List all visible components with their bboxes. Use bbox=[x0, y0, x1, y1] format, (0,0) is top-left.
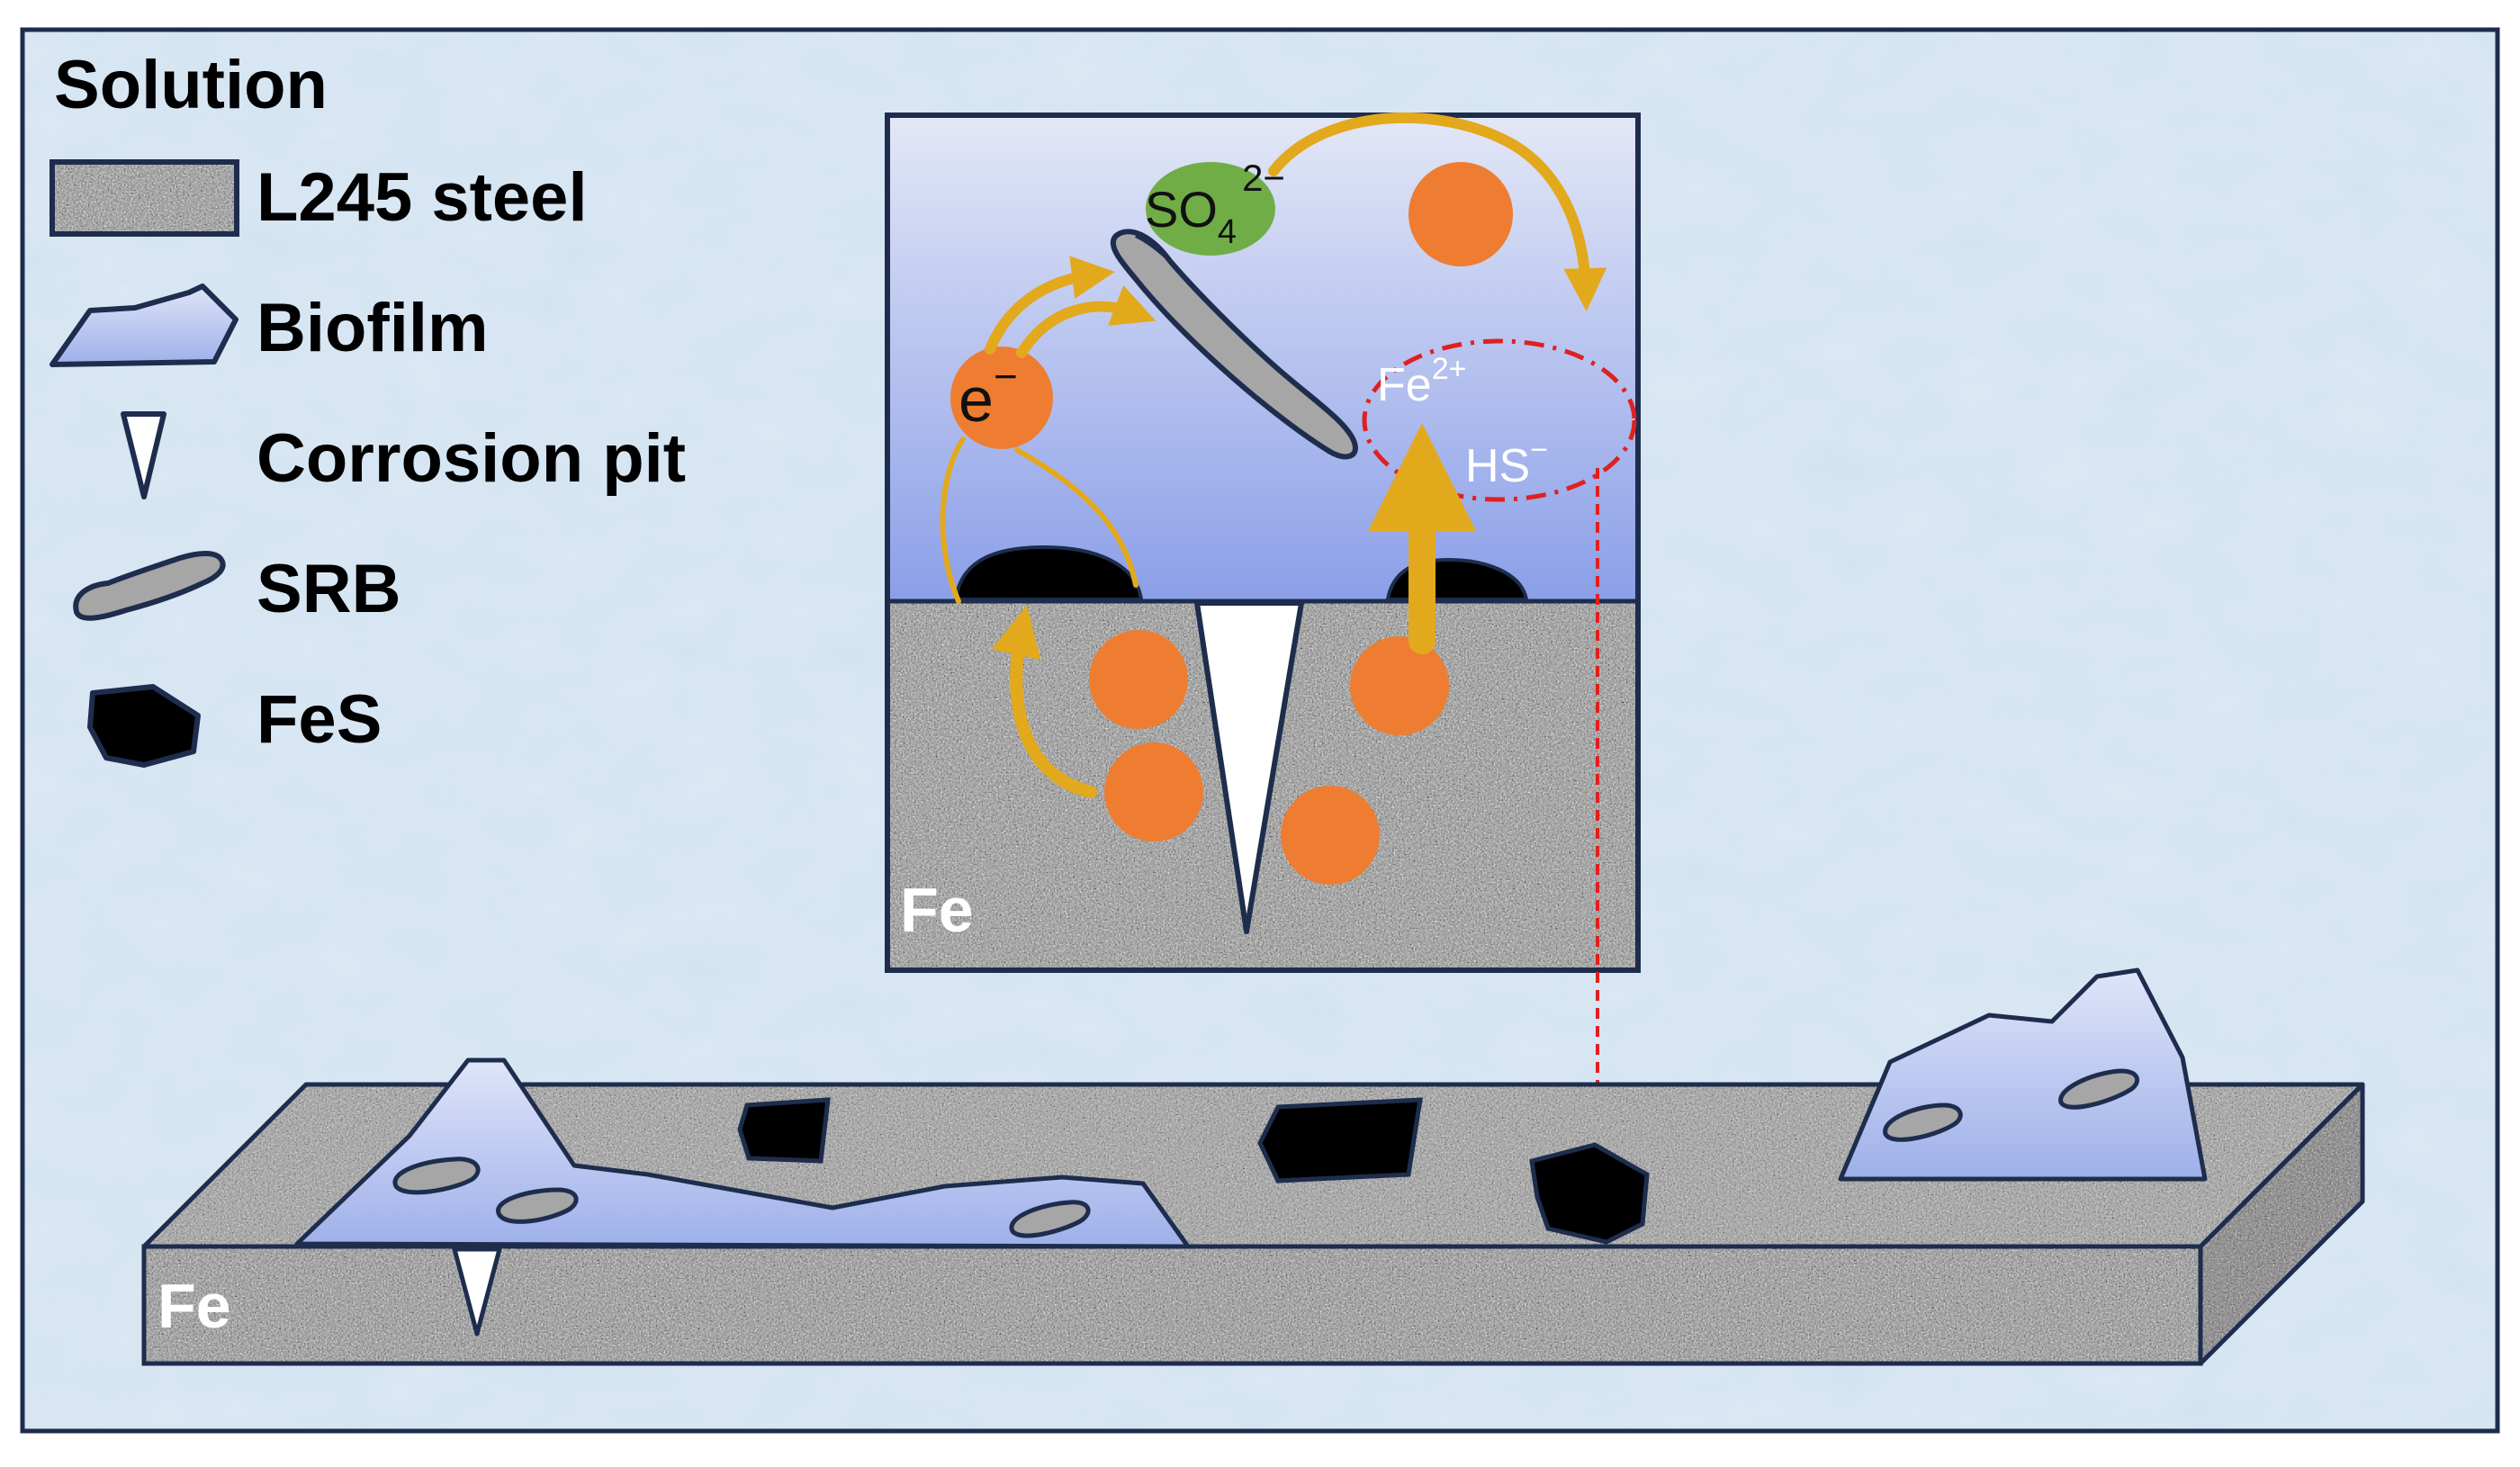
slab-fes bbox=[1257, 1097, 1423, 1184]
legend-pit-label: Corrosion pit bbox=[256, 420, 686, 497]
legend-fes-label: FeS bbox=[256, 681, 382, 758]
slab-metal-label: Fe bbox=[158, 1271, 231, 1341]
inset-reaction-zone bbox=[1362, 338, 1637, 502]
inset-iron-ion bbox=[1350, 636, 1449, 735]
legend-biofilm-swatch bbox=[50, 284, 238, 367]
legend-biofilm-label: Biofilm bbox=[256, 290, 489, 366]
inset-iron-ion-label: Fe2+ bbox=[1377, 352, 1466, 411]
legend-srb-swatch bbox=[73, 551, 226, 621]
inset-metal-label: Fe bbox=[900, 875, 974, 945]
inset-bisulfide-label: HS− bbox=[1465, 433, 1548, 492]
legend-solution-label: Solution bbox=[54, 47, 328, 123]
arrow-electron-to-srb-2 bbox=[1016, 285, 1156, 358]
inset-iron-ion bbox=[1104, 742, 1203, 842]
legend-srb-label: SRB bbox=[256, 551, 400, 627]
steel-slab: Fe bbox=[141, 968, 2365, 1366]
inset-corrosion-pit bbox=[1194, 600, 1304, 934]
inset-iron-ion-solution bbox=[1408, 162, 1513, 266]
inset-electron-label: e− bbox=[958, 353, 1018, 435]
inset-sulfate bbox=[1146, 162, 1275, 256]
slab-corrosion-pit bbox=[452, 1246, 502, 1336]
arrow-fes-to-electron bbox=[940, 436, 966, 604]
inset-sulfate-label: SO42− bbox=[1145, 157, 1285, 251]
slab-srb bbox=[1883, 1102, 1963, 1142]
inset-arrows bbox=[940, 112, 1607, 798]
inset-electron bbox=[950, 346, 1053, 449]
arrow-electron-to-fes bbox=[1014, 447, 1138, 588]
slab-srb bbox=[1009, 1200, 1091, 1238]
slab-srb bbox=[2058, 1068, 2139, 1110]
outer-frame bbox=[20, 27, 2500, 1434]
inset-panel: e− SO42− Fe2+ HS− Fe bbox=[885, 112, 1641, 973]
arrow-electron-to-srb-1 bbox=[985, 256, 1115, 355]
inset-iron-ion bbox=[1281, 786, 1380, 885]
inset-iron-ion bbox=[1089, 630, 1188, 729]
arrow-sulfate-to-ion bbox=[1268, 112, 1607, 311]
legend-fes-swatch bbox=[87, 684, 201, 768]
legend-steel-label: L245 steel bbox=[256, 159, 588, 236]
inset-srb bbox=[1110, 229, 1358, 460]
slab-srb bbox=[392, 1156, 481, 1195]
legend-pit-swatch bbox=[121, 411, 166, 500]
legend: Solution L245 steel Biofilm Corrosion pi… bbox=[50, 47, 686, 768]
slab-fes bbox=[1529, 1142, 1650, 1245]
arrow-ion-to-surface bbox=[991, 605, 1097, 798]
slab-fes bbox=[737, 1097, 831, 1164]
legend-steel-swatch bbox=[50, 159, 239, 237]
slab-srb bbox=[496, 1187, 579, 1224]
